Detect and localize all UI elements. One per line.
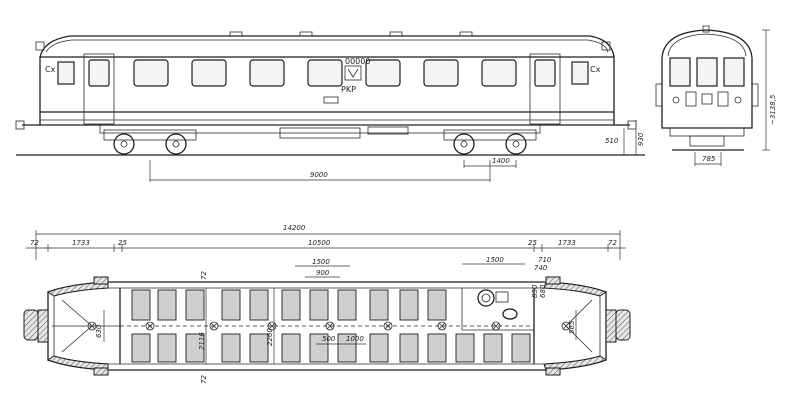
seats-bottom-row (131, 333, 531, 363)
seats-top-row (131, 289, 447, 321)
door-label-left: Cx (45, 65, 56, 74)
lamp-markers (87, 321, 571, 331)
operator-mark: PKP (341, 85, 356, 94)
dim-left-platform: 1733 (72, 239, 90, 247)
dim-right-gap: 25 (528, 239, 537, 247)
dim-bogie-wheelbase: 1400 (492, 157, 510, 165)
side-elevation-view: 00000 PKP Cx Cx (15, 31, 645, 182)
dim-height: ~3138,5 (769, 94, 777, 125)
plan-view: 14200 72 1733 25 10500 25 1733 72 1500 9… (23, 224, 631, 384)
dim-width-inner-b: 2260 (266, 328, 274, 346)
dim-right-end: 72 (608, 239, 617, 247)
dim-seat-block: 1500 (312, 258, 330, 266)
dim-aisle-a: 500 (322, 335, 336, 343)
door-label-right: Cx (590, 65, 601, 74)
dim-small-740: 740 (534, 264, 548, 272)
dim-width-inner-a: 2116 (198, 332, 206, 350)
dim-saloon: 10500 (308, 239, 331, 247)
dim-small-710: 710 (538, 256, 552, 264)
dim-left-gap: 25 (118, 239, 127, 247)
dim-width-left: 630 (95, 324, 103, 338)
dim-aisle-b: 1000 (346, 335, 364, 343)
number-plate: 00000 (345, 57, 370, 66)
dim-left-end: 72 (30, 239, 39, 247)
dim-right-platform: 1733 (558, 239, 576, 247)
dim-wheel-dia: 510 (605, 137, 619, 145)
dim-right-width: 565 (568, 320, 576, 334)
dim-seat-pitch: 900 (316, 269, 330, 277)
end-elevation-view: 785 ~3138,5 (655, 25, 777, 166)
dim-bogie-centers: 9000 (310, 171, 328, 179)
dim-floor-height: 930 (637, 132, 645, 146)
dim-service-block: 1500 (486, 256, 504, 264)
dim-small-850: 850 (531, 284, 539, 298)
dim-tick-72-top: 72 (200, 271, 208, 280)
pkp-emblem (344, 65, 362, 81)
left-bogie (103, 129, 197, 155)
dim-small-680: 680 (539, 284, 547, 298)
lavatory (477, 289, 518, 320)
dim-total-length: 14200 (283, 224, 306, 232)
dim-gauge: 785 (702, 155, 716, 163)
dim-tick-72-bottom: 72 (200, 375, 208, 384)
right-bogie (443, 129, 537, 155)
